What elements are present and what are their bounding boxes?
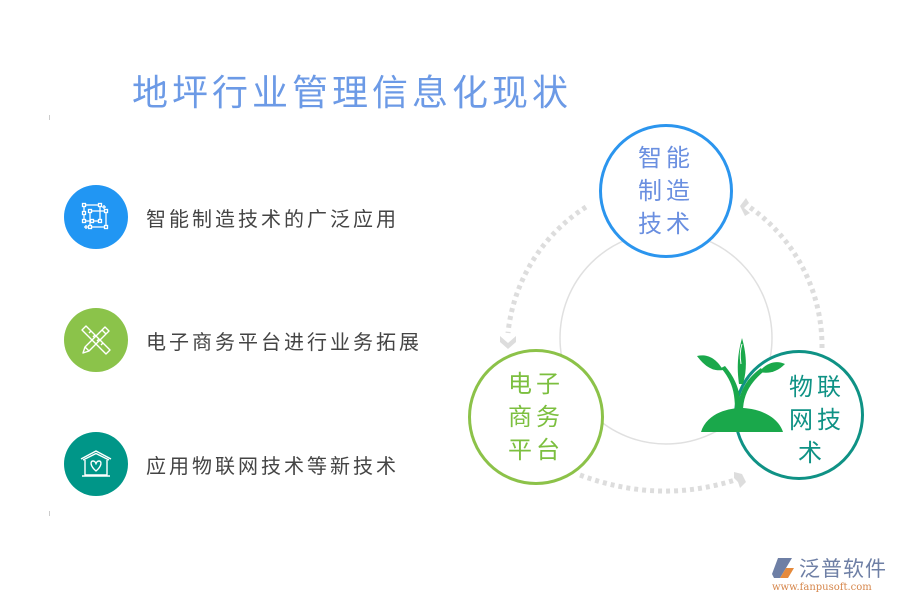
- node-text-line: 技术: [638, 209, 694, 238]
- logo-name: 泛普软件: [799, 557, 887, 581]
- list-item-label: 智能制造技术的广泛应用: [146, 206, 399, 231]
- page-title: 地坪行业管理信息化现状: [132, 73, 573, 114]
- brand-logo: 泛普软件 www.fanpusoft.com: [772, 553, 887, 593]
- arrowhead-right-icon: [740, 198, 750, 216]
- list-item-label: 应用物联网技术等新技术: [146, 453, 399, 478]
- list-badge: [64, 432, 128, 496]
- arrowhead-left-icon: [500, 336, 516, 349]
- list-item-iot: 应用物联网技术等新技术: [64, 432, 399, 496]
- arrowhead-bottom-icon: [734, 472, 746, 488]
- list-item-ecommerce: 电子商务平台进行业务拓展: [64, 308, 422, 372]
- node-ecommerce-platform: 电子 商务 平台: [468, 349, 604, 485]
- blueprint-squares-icon: [81, 202, 109, 230]
- node-text-line: 制造: [638, 176, 694, 205]
- decorative-tick: [49, 511, 50, 516]
- node-text-line: 平台: [508, 435, 564, 464]
- dotted-arrow-left: [505, 204, 588, 334]
- list-badge: [64, 185, 128, 249]
- list-item-smart-manufacturing: 智能制造技术的广泛应用: [64, 185, 399, 249]
- dotted-arrow-right: [746, 203, 825, 349]
- node-text-line: 商务: [508, 402, 564, 431]
- fanpu-logo-icon: [772, 558, 794, 578]
- node-text: 物联 网技 术: [789, 371, 845, 470]
- sprout-icon: [697, 338, 785, 432]
- ruler-pencil-icon: [81, 325, 111, 355]
- node-text-line: 术: [798, 439, 826, 467]
- node-text-line: 电子: [508, 369, 564, 398]
- list-badge: [64, 308, 128, 372]
- node-smart-manufacturing: 智能 制造 技术: [599, 124, 733, 258]
- node-text-line: 网技: [789, 406, 845, 434]
- list-item-label: 电子商务平台进行业务拓展: [146, 329, 422, 354]
- house-heart-icon: [80, 450, 112, 477]
- decorative-tick: [49, 115, 50, 120]
- node-text-line: 智能: [638, 143, 694, 172]
- node-iot-technology: 物联 网技 术: [734, 350, 864, 480]
- node-text-line: 物联: [789, 373, 845, 401]
- dotted-arrow-bottom: [579, 472, 739, 494]
- logo-url: www.fanpusoft.com: [772, 582, 872, 593]
